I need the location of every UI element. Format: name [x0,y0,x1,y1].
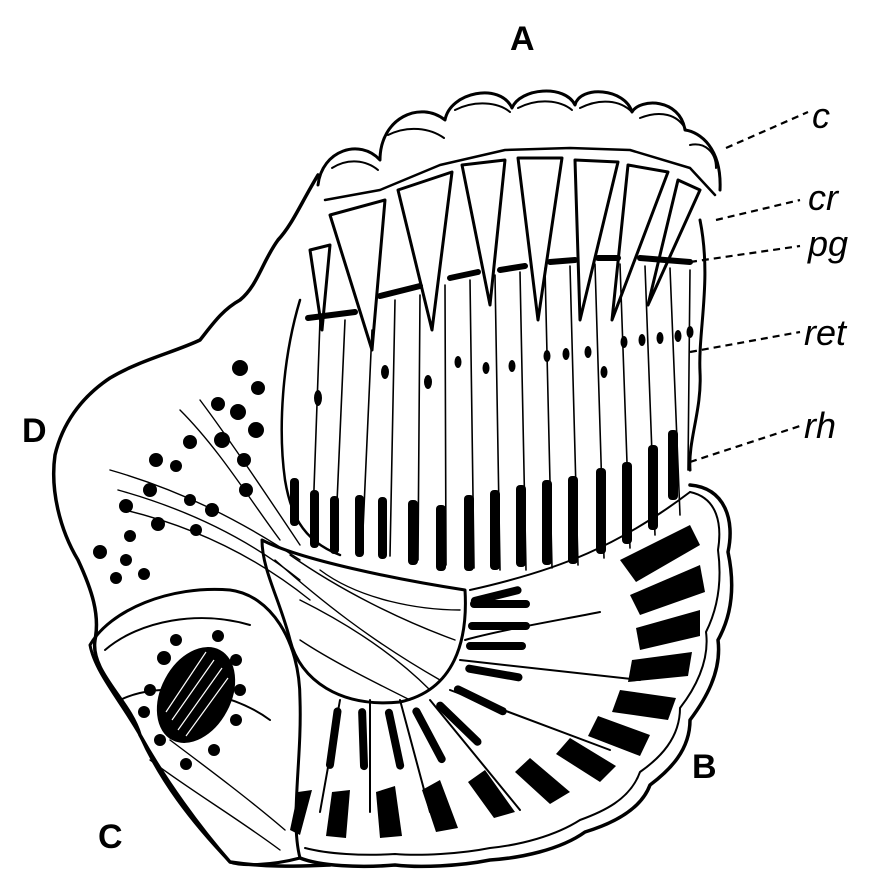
structure-label-retinula: ret [804,312,848,353]
nerve-mass-region-c [88,587,302,867]
outer-outline [51,173,707,868]
region-label-c: C [98,818,123,856]
rhabdoms [290,430,678,571]
structure-label-rhabdom: rh [804,405,836,446]
nerve-cross-section [156,647,236,743]
rhabdoms-region-b [325,586,530,771]
region-label-b: B [692,748,717,786]
crystalline-cones [308,156,702,352]
optic-ganglion [109,399,467,705]
region-label-d: D [22,412,47,450]
region-label-a: A [510,20,535,58]
structure-label-cornea: c [812,95,830,136]
structure-label-crystalline-cone: cr [808,177,840,218]
leader-lines [689,110,809,464]
structure-label-pigment: pg [807,223,848,264]
corneal-facets-top [316,89,722,202]
nuclei-region-d [93,360,265,770]
pigment-band [305,255,693,321]
dark-pigment-region-b [290,525,705,838]
